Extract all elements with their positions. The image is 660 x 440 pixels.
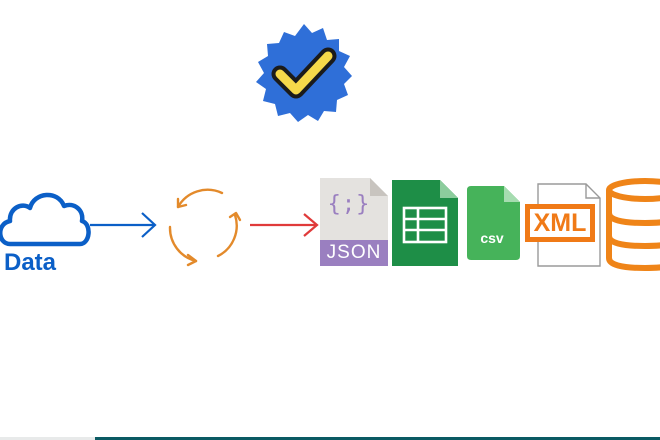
csv-file-icon: csv [464,184,522,262]
json-file-icon: {;} JSON [318,176,390,268]
json-symbol: {;} [327,192,371,217]
json-label: JSON [326,242,382,263]
source-label: Data [4,249,57,276]
cloud-icon [0,188,92,250]
footer-strip [95,437,660,440]
refresh-cycle-icon [164,183,244,267]
database-icon [603,178,660,274]
spreadsheet-file-icon [390,178,460,268]
arrow-process-to-outputs [248,211,320,239]
verified-badge-icon [252,22,356,126]
csv-label: csv [480,230,504,246]
footer-strip-light [0,437,95,440]
arrow-source-to-process [88,211,158,239]
xml-label: XML [533,209,587,237]
xml-file-icon: XML [522,182,604,268]
